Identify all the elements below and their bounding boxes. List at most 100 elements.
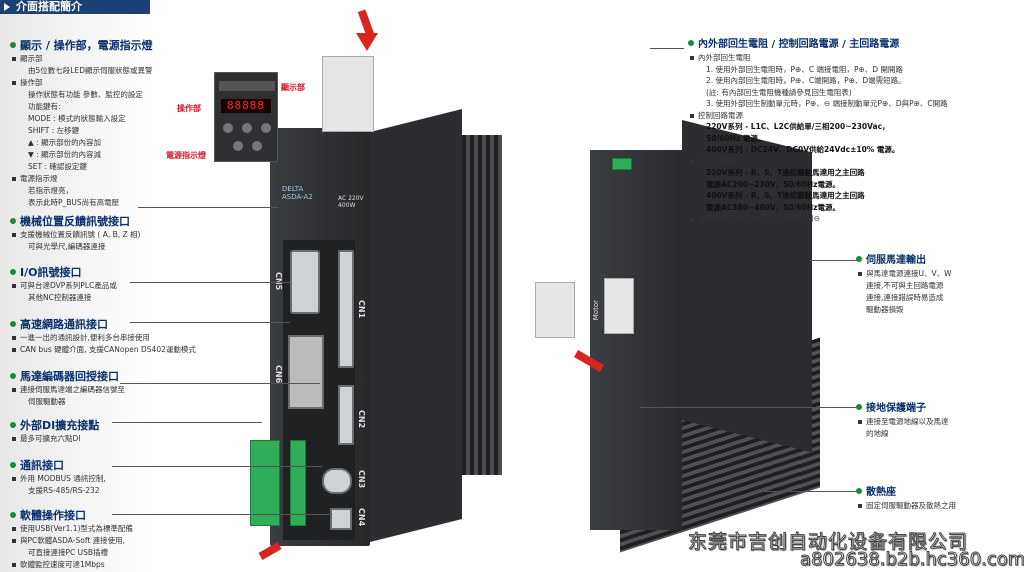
leader-line xyxy=(130,282,290,283)
bullet-dot-icon xyxy=(10,462,16,468)
leader-line xyxy=(810,260,860,261)
set-button-icon xyxy=(252,141,262,151)
list-item: 使用USB(Ver1.1)型式為標準配備 xyxy=(10,523,133,535)
motor-connector xyxy=(604,278,634,334)
list-item: SET : 確認設定鍵 xyxy=(28,162,87,171)
section-heading: 高速網路通訊接口 xyxy=(10,317,196,332)
section-banner: 介面搭配簡介 xyxy=(0,0,150,14)
list-item: 驅動器損毀 xyxy=(866,305,904,314)
section-heading-text: 軟體操作接口 xyxy=(20,509,86,522)
section-heading: 內外部回生電阻 / 控制回路電源 / 主回路電源 xyxy=(688,38,948,52)
cn-label: CN4 xyxy=(357,508,366,527)
list-item: 軟體監控速度可達1Mbps xyxy=(10,559,133,571)
cn-label: CN1 xyxy=(357,300,366,319)
section-heading: 散熱座 xyxy=(856,486,956,500)
bullet-dot-icon xyxy=(856,488,862,494)
motor-label: Motor xyxy=(592,300,600,321)
mode-button-icon xyxy=(223,123,233,133)
list-item: 的地線 xyxy=(866,429,889,438)
cn2-port xyxy=(338,385,354,445)
list-item: (註: 有內部回生電阻機種請參見回生電阻表) xyxy=(706,87,852,97)
list-item: 可與台達DVP系列PLC產品或 xyxy=(10,280,117,292)
list-item: 220V系列 - R、S、T連結驅動馬達用之主回路 xyxy=(706,168,865,177)
bullet-dot-icon xyxy=(10,373,16,379)
display-panel-inset: 88888 xyxy=(214,72,278,162)
list-item: 可直接連接PC USB插槽 xyxy=(28,548,109,557)
list-item: 顯示部 xyxy=(10,53,153,65)
bullet-dot-icon xyxy=(856,256,862,262)
bullet-dot-icon xyxy=(688,40,694,46)
callout-display: 顯示部 xyxy=(281,83,305,92)
section-heading: 馬達編碼器回授接口 xyxy=(10,369,125,384)
cn6-port xyxy=(288,335,324,409)
list-item: 內外部回生電阻 xyxy=(688,52,948,64)
left-column-background xyxy=(0,14,150,572)
list-item: 連接,不可與主回路電源 xyxy=(866,281,944,290)
cn4-port xyxy=(330,508,352,530)
triangle-icon xyxy=(4,3,10,11)
cn-label: CN2 xyxy=(357,410,366,429)
cn5-port xyxy=(290,250,320,314)
list-item: 連接,連接錯誤時易造成 xyxy=(866,293,944,302)
leader-line xyxy=(760,491,860,492)
bullet-dot-icon xyxy=(10,269,16,275)
callout-power-led: 電源指示燈 xyxy=(166,151,206,160)
list-item: 最多可擴充六點DI xyxy=(10,433,99,445)
servo-drive-side xyxy=(590,150,682,530)
leader-line xyxy=(650,48,684,49)
list-item: 與PC軟體ASDA-Soft 連接使用, xyxy=(10,535,133,547)
list-item: 主回路電源 xyxy=(688,156,948,168)
up-button-icon xyxy=(261,123,271,133)
list-item: 功能鍵有: xyxy=(28,102,61,111)
heatsink-fins xyxy=(462,135,502,475)
cn-label: CN5 xyxy=(274,272,283,290)
list-item: 控制回路電源 xyxy=(688,110,948,122)
section-heading: 機械位置反饋訊號接口 xyxy=(10,214,140,229)
list-item: 若指示燈亮， xyxy=(28,186,73,195)
bullet-dot-icon xyxy=(856,404,862,410)
section-heading: 伺服馬達輸出 xyxy=(856,254,952,268)
left-section: 機械位置反饋訊號接口支援機械位置反饋訊號 ( A, B, Z 相)可與光學尺,編… xyxy=(10,214,140,253)
list-item: ▼ : 顯示部份的內容減 xyxy=(28,150,102,159)
list-item: 400V系列 - R、S、T連結驅動馬達用之主回路 xyxy=(706,191,865,200)
leader-line xyxy=(120,383,320,384)
green-terminal-block xyxy=(250,440,280,526)
bullet-dot-icon xyxy=(10,218,16,224)
red-arrow-icon xyxy=(356,33,378,51)
list-item: 連接至電源地線以及馬達 xyxy=(856,416,949,428)
list-item: 2. 使用內部回生電阻時，P⊕、C端開路，P⊕、D端需短路。 xyxy=(706,76,906,85)
list-item: 使用外接煞車模組時，請連接P⊕和⊖ xyxy=(688,213,948,225)
page-title: 介面搭配簡介 xyxy=(16,0,82,13)
motor-plug xyxy=(535,282,575,338)
list-item: SHIFT : 左移鍵 xyxy=(28,126,80,135)
left-section: 通訊接口外用 MODBUS 通訊控制,支援RS-485/RS-232 xyxy=(10,458,106,497)
green-terminal-top xyxy=(612,158,632,170)
green-terminal-header xyxy=(290,440,306,526)
left-section: 外部DI擴充接點最多可擴充六點DI xyxy=(10,418,99,445)
section-heading-text: 高速網路通訊接口 xyxy=(20,318,108,331)
left-section: 軟體操作接口使用USB(Ver1.1)型式為標準配備與PC軟體ASDA-Soft… xyxy=(10,508,133,571)
section-heading-text: 顯示 / 操作部，電源指示燈 xyxy=(20,39,153,52)
list-item: 其他NC控制器連接 xyxy=(28,293,92,302)
list-item: 支援RS-485/RS-232 xyxy=(28,486,100,495)
section-heading: 外部DI擴充接點 xyxy=(10,418,99,433)
section-heading-text: 內外部回生電阻 / 控制回路電源 / 主回路電源 xyxy=(698,39,900,50)
bullet-dot-icon xyxy=(10,422,16,428)
section-heading: 軟體操作接口 xyxy=(10,508,133,523)
list-item: 220V系列 - L1C、L2C供給單/三相200~230Vac， xyxy=(706,122,890,131)
cn3-port xyxy=(322,468,352,494)
led-display: 88888 xyxy=(221,99,271,113)
list-item: 50/60Hz 電源。 xyxy=(706,133,766,143)
list-item: CAN bus 硬體介面, 支援CANopen DS402運動模式 xyxy=(10,344,196,356)
bullet-dot-icon xyxy=(10,42,16,48)
list-item: 伺服驅動器 xyxy=(28,397,66,406)
leader-line xyxy=(112,466,322,467)
callout-operation: 操作部 xyxy=(177,104,201,113)
list-item: 電源AC380~480V，50/60Hz電源。 xyxy=(706,202,840,212)
section-heading: 通訊接口 xyxy=(10,458,106,473)
list-item: ▲ : 顯示部份的內容加 xyxy=(28,138,102,147)
